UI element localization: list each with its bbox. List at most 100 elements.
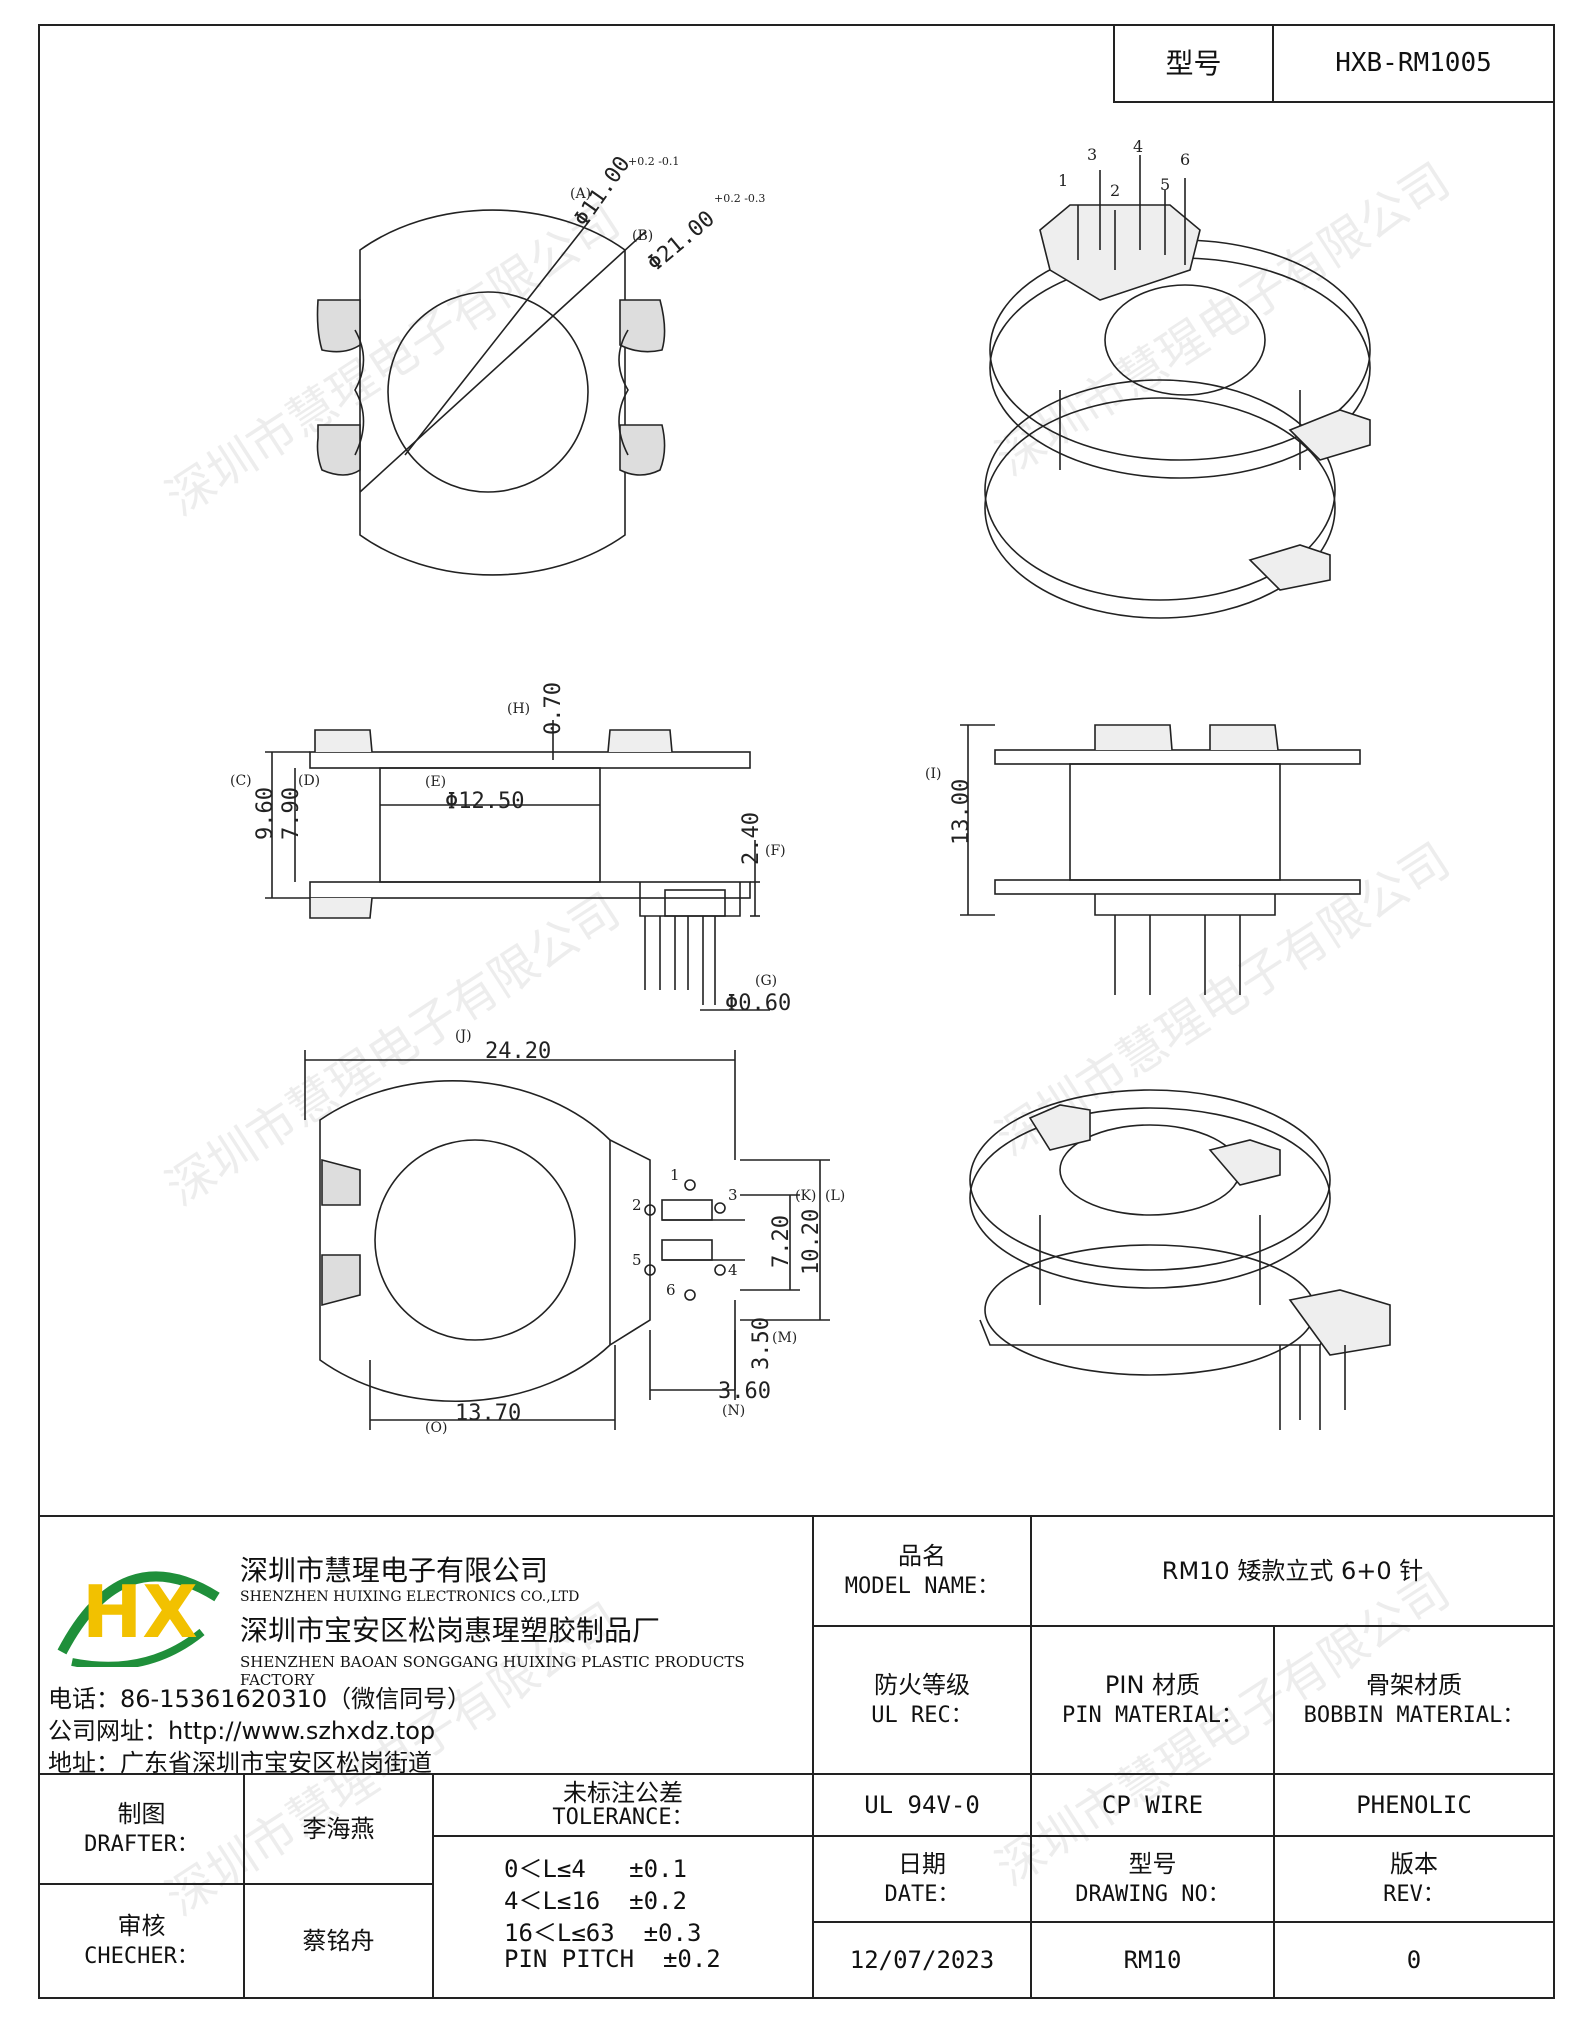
ul-cn: 防火等级	[874, 1670, 970, 1699]
drawing-no-value-cell: RM10	[1030, 1921, 1275, 1999]
checker-name-cell: 蔡铭舟	[243, 1883, 434, 1999]
dim-c-value: 9.60	[253, 787, 278, 840]
rev-label-cell: 版本 REV：	[1273, 1835, 1555, 1923]
dim-o-value: 13.70	[455, 1401, 521, 1426]
tolerance-row: 0＜L≤4 ±0.1	[504, 1855, 687, 1883]
pin-number: 6	[666, 1281, 676, 1299]
dim-k-label: (K)	[795, 1188, 816, 1204]
pin-number: 1	[1058, 171, 1068, 190]
company-name-cn: 深圳市慧瑆电子有限公司	[240, 1554, 549, 1587]
dim-j-value: 24.20	[485, 1039, 551, 1064]
website-link[interactable]: 公司网址：http://www.szhxdz.top	[48, 1717, 436, 1745]
model-label: 型号	[1165, 46, 1222, 80]
dim-e-value: Φ12.50	[445, 789, 524, 814]
dim-e-label: (E)	[425, 774, 446, 790]
checker-en: CHECHER：	[84, 1944, 199, 1970]
checker-cn: 审核	[117, 1911, 166, 1940]
pin-number: 4	[1133, 137, 1143, 156]
drawing-no-label-cell: 型号 DRAWING NO：	[1030, 1835, 1275, 1923]
pin-material-label-cell: PIN 材质 PIN MATERIAL：	[1030, 1625, 1275, 1775]
drafter-name: 李海燕	[302, 1814, 375, 1843]
dim-g-label: (G)	[755, 973, 777, 989]
model-name-value: RM10 矮款立式 6+0 针	[1161, 1556, 1424, 1585]
rev-value-cell: 0	[1273, 1921, 1555, 1999]
date-cn: 日期	[898, 1849, 946, 1878]
dim-f-label: (F)	[765, 843, 786, 859]
pin-number: 5	[1160, 175, 1170, 194]
address-text: 地址：广东省深圳市宝安区松岗街道	[48, 1749, 432, 1777]
ul-en: UL REC：	[871, 1703, 973, 1729]
drawing-value: RM10	[1123, 1945, 1182, 1974]
date-en: DATE：	[884, 1882, 960, 1908]
dim-m-value: 3.50	[749, 1317, 774, 1370]
pin-number: 3	[728, 1186, 738, 1204]
model-value: HXB-RM1005	[1335, 47, 1492, 78]
top-view	[316, 209, 666, 576]
company-name-en: SHENZHEN HUIXING ELECTRONICS CO.,LTD	[240, 1589, 580, 1605]
drafter-name-cell: 李海燕	[243, 1773, 434, 1885]
pin-number: 1	[670, 1166, 680, 1184]
pin-number: 3	[1087, 145, 1097, 164]
company-logo: HX	[57, 1570, 220, 1667]
technical-drawing: (A) Φ11.00 +0.2 -0.1 (B) Φ21.00 +0.2 -0.…	[230, 137, 1391, 1436]
drawing-cn: 型号	[1128, 1849, 1177, 1878]
model-name-value-cell: RM10 矮款立式 6+0 针	[1030, 1515, 1555, 1627]
tolerance-en: TOLERANCE：	[552, 1805, 694, 1831]
dim-m-label: (M)	[772, 1330, 797, 1346]
dim-d-label: (D)	[298, 773, 320, 789]
pin-value: CP WIRE	[1101, 1790, 1204, 1819]
bobbin-material-label-cell: 骨架材质 BOBBIN MATERIAL：	[1273, 1625, 1555, 1775]
pin-number: 4	[728, 1261, 738, 1279]
checker-label-cell: 审核 CHECHER：	[38, 1883, 245, 1999]
drafter-en: DRAFTER：	[84, 1832, 199, 1858]
checker-name: 蔡铭舟	[302, 1926, 375, 1955]
dim-l-value: 10.20	[799, 1209, 824, 1275]
dim-i-label: (I)	[925, 766, 941, 782]
date-value-cell: 12/07/2023	[812, 1921, 1032, 1999]
tolerance-row: 4＜L≤16 ±0.2	[504, 1887, 687, 1915]
pin-value-cell: CP WIRE	[1030, 1773, 1275, 1837]
dim-a-tol: +0.2 -0.1	[628, 155, 679, 168]
pin-en: PIN MATERIAL：	[1062, 1703, 1243, 1729]
pin-number: 6	[1180, 150, 1190, 169]
dim-n-value: 3.60	[718, 1379, 771, 1404]
ul-value: UL 94V-0	[864, 1790, 980, 1819]
dim-c-label: (C)	[230, 773, 252, 789]
dim-n-label: (N)	[722, 1403, 745, 1419]
bobbin-value: PHENOLIC	[1356, 1790, 1472, 1819]
date-value: 12/07/2023	[849, 1945, 995, 1974]
rev-value: 0	[1406, 1945, 1422, 1974]
company-info: HX 深圳市慧瑆电子有限公司 SHENZHEN HUIXING ELECTRON…	[38, 1515, 814, 1777]
model-value-cell: HXB-RM1005	[1272, 24, 1555, 103]
model-name-en: MODEL NAME：	[844, 1574, 1000, 1600]
dim-b-value: Φ21.00	[643, 206, 720, 276]
factory-name-cn: 深圳市宝安区松岗惠瑆塑胶制品厂	[240, 1614, 661, 1647]
dim-k-value: 7.20	[769, 1215, 794, 1268]
dim-f-value: 2.40	[739, 812, 764, 865]
side-view	[960, 724, 1361, 995]
logo-text: HX	[82, 1570, 198, 1654]
dim-a-label: (A)	[570, 186, 591, 202]
pin-number: 5	[632, 1251, 642, 1269]
dim-h-label: (H)	[507, 701, 530, 717]
rev-en: REV：	[1383, 1882, 1445, 1908]
bobbin-cn: 骨架材质	[1366, 1670, 1462, 1699]
bobbin-value-cell: PHENOLIC	[1273, 1773, 1555, 1837]
drawing-en: DRAWING NO：	[1075, 1882, 1230, 1908]
drafter-label-cell: 制图 DRAFTER：	[38, 1773, 245, 1885]
dim-g-value: Φ0.60	[725, 991, 791, 1016]
dim-i-value: 13.00	[949, 779, 974, 845]
factory-name-en: SHENZHEN BAOAN SONGGANG HUIXING PLASTIC …	[240, 1653, 745, 1689]
dim-l-label: (L)	[825, 1188, 845, 1204]
bottom-view	[304, 1050, 830, 1430]
tolerance-cn: 未标注公差	[563, 1778, 683, 1807]
bobbin-en: BOBBIN MATERIAL：	[1303, 1703, 1525, 1729]
tolerance-rows-cell: 0＜L≤4 ±0.1 4＜L≤16 ±0.2 16＜L≤63 ±0.3 PIN …	[432, 1835, 814, 1999]
front-view	[265, 720, 770, 1011]
model-name-label-cell: 品名 MODEL NAME：	[812, 1515, 1032, 1627]
ul-value-cell: UL 94V-0	[812, 1773, 1032, 1837]
dim-h-value: 0.70	[541, 682, 566, 735]
tolerance-row: 16＜L≤63 ±0.3	[504, 1919, 702, 1947]
date-label-cell: 日期 DATE：	[812, 1835, 1032, 1923]
drafter-cn: 制图	[117, 1799, 166, 1828]
